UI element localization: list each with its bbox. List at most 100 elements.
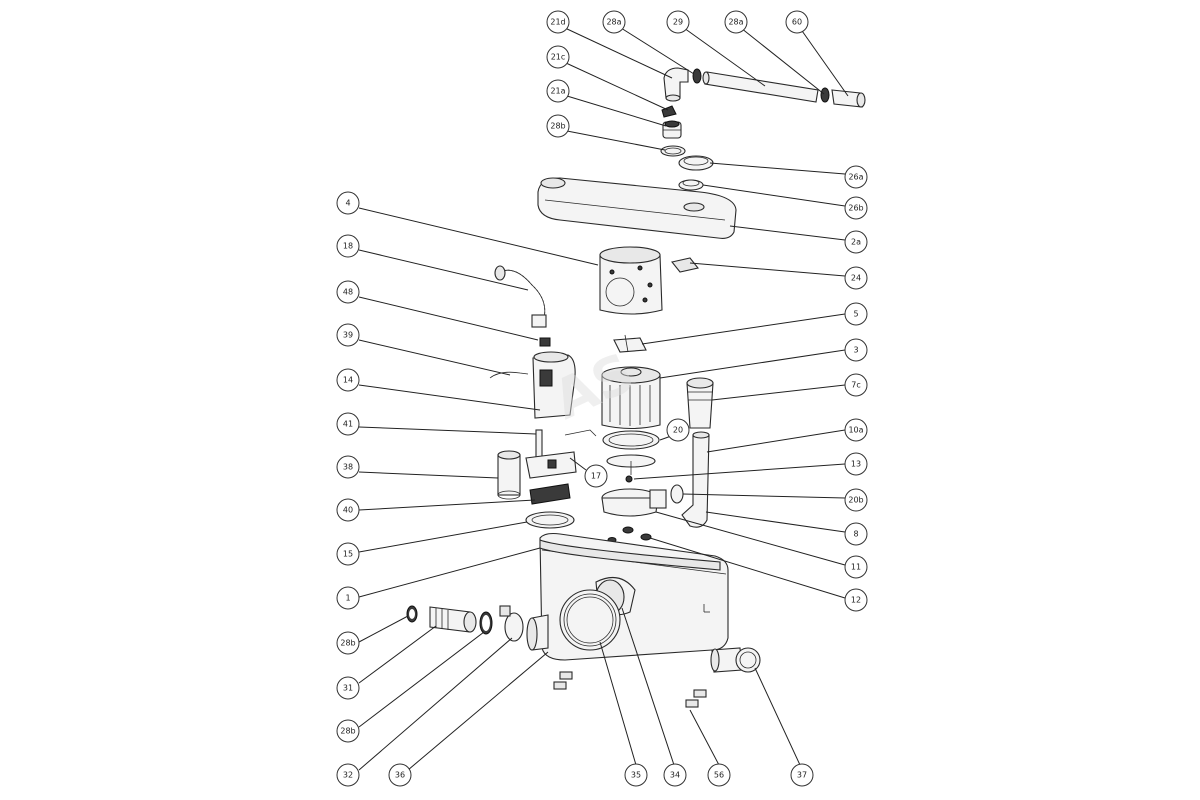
svg-text:28b: 28b <box>550 122 565 131</box>
svg-text:8: 8 <box>853 530 858 539</box>
callout-21a: 21a <box>546 79 570 103</box>
callout-18: 18 <box>336 234 360 258</box>
svg-text:20: 20 <box>673 426 683 435</box>
svg-text:28b: 28b <box>340 639 355 648</box>
part-ring-28b-left <box>406 605 418 623</box>
part-inlet-35 <box>559 589 621 651</box>
part-pipe-10a <box>681 431 710 528</box>
callout-24: 24 <box>844 266 868 290</box>
svg-text:4: 4 <box>345 199 350 208</box>
callout-36: 36 <box>388 763 412 787</box>
svg-text:32: 32 <box>343 771 353 780</box>
callout-28a-right: 28a <box>724 10 748 34</box>
svg-text:13: 13 <box>851 460 861 469</box>
part-clamp-28a-left <box>692 68 702 84</box>
svg-text:26b: 26b <box>848 204 863 213</box>
callout-14: 14 <box>336 368 360 392</box>
part-nut-13 <box>625 475 633 483</box>
part-stub-36 <box>526 614 549 651</box>
callout-1: 1 <box>336 586 360 610</box>
part-block-48 <box>539 337 551 347</box>
svg-text:21a: 21a <box>550 87 565 96</box>
callout-29: 29 <box>666 10 690 34</box>
svg-text:12: 12 <box>851 596 861 605</box>
svg-text:36: 36 <box>395 771 405 780</box>
callout-32: 32 <box>336 763 360 787</box>
svg-text:29: 29 <box>673 18 683 27</box>
callout-8: 8 <box>844 522 868 546</box>
part-comb-40 <box>529 483 571 505</box>
part-bracket-24 <box>671 257 699 273</box>
part-outlet-37 <box>710 647 761 673</box>
svg-text:38: 38 <box>343 463 353 472</box>
part-elbow-21d <box>663 67 689 102</box>
svg-text:56: 56 <box>714 771 724 780</box>
callout-60: 60 <box>785 10 809 34</box>
callout-2a: 2a <box>844 230 868 254</box>
svg-text:34: 34 <box>670 771 680 780</box>
callout-bubbles: 21d 28a 29 28a 60 21c 21a 28b 26a 26b 2a… <box>336 10 868 787</box>
callout-3: 3 <box>844 338 868 362</box>
part-clip-14b <box>564 429 597 437</box>
callout-35: 35 <box>624 763 648 787</box>
callout-28b-top: 28b <box>546 114 570 138</box>
svg-text:40: 40 <box>343 506 353 515</box>
svg-text:39: 39 <box>343 331 353 340</box>
part-seal-20 <box>602 430 660 450</box>
callout-7c: 7c <box>844 373 868 397</box>
callout-40: 40 <box>336 498 360 522</box>
part-clip-39 <box>489 371 529 379</box>
svg-text:1: 1 <box>345 594 350 603</box>
part-cage-4 <box>599 246 663 315</box>
part-flap-32 <box>499 605 524 642</box>
svg-text:41: 41 <box>343 420 353 429</box>
svg-text:20b: 20b <box>848 496 863 505</box>
part-ring-15 <box>525 511 575 529</box>
callout-56: 56 <box>707 763 731 787</box>
callout-11: 11 <box>844 555 868 579</box>
svg-text:28a: 28a <box>606 18 621 27</box>
part-bellows-31 <box>429 606 477 633</box>
part-motor-3 <box>601 366 661 430</box>
callout-48: 48 <box>336 280 360 304</box>
svg-text:18: 18 <box>343 242 353 251</box>
callout-20b: 20b <box>844 488 868 512</box>
svg-text:7c: 7c <box>851 381 861 390</box>
svg-text:35: 35 <box>631 771 641 780</box>
svg-text:17: 17 <box>591 472 601 481</box>
part-housing-11 <box>601 488 667 517</box>
part-ring-28b-top <box>660 145 686 157</box>
callout-21d: 21d <box>546 10 570 34</box>
part-cap-26a <box>678 155 714 171</box>
svg-text:28b: 28b <box>340 727 355 736</box>
part-clip-21c <box>661 105 677 118</box>
part-screws-12 <box>607 526 652 543</box>
part-switch-41 <box>525 429 577 479</box>
callout-17: 17 <box>584 464 608 488</box>
part-feet-56 <box>553 671 707 708</box>
leader-lines <box>358 27 849 771</box>
part-chamber-14 <box>532 351 576 419</box>
svg-text:26a: 26a <box>848 173 863 182</box>
callout-13: 13 <box>844 452 868 476</box>
svg-text:31: 31 <box>343 684 353 693</box>
svg-text:37: 37 <box>797 771 807 780</box>
callout-28a-left: 28a <box>602 10 626 34</box>
part-cylinder-38 <box>497 450 521 500</box>
svg-text:11: 11 <box>851 563 861 572</box>
callout-20: 20 <box>666 418 690 442</box>
part-plate-17 <box>606 454 656 475</box>
svg-text:48: 48 <box>343 288 353 297</box>
svg-text:28a: 28a <box>728 18 743 27</box>
part-pipe-7c <box>686 377 714 429</box>
svg-text:24: 24 <box>851 274 861 283</box>
callout-28b-low: 28b <box>336 719 360 743</box>
svg-text:2a: 2a <box>851 238 861 247</box>
part-coupler-60 <box>831 89 866 108</box>
callout-12: 12 <box>844 588 868 612</box>
callout-28b-bottom: 28b <box>336 631 360 655</box>
svg-text:10a: 10a <box>848 426 863 435</box>
callout-31: 31 <box>336 676 360 700</box>
svg-text:60: 60 <box>792 18 802 27</box>
